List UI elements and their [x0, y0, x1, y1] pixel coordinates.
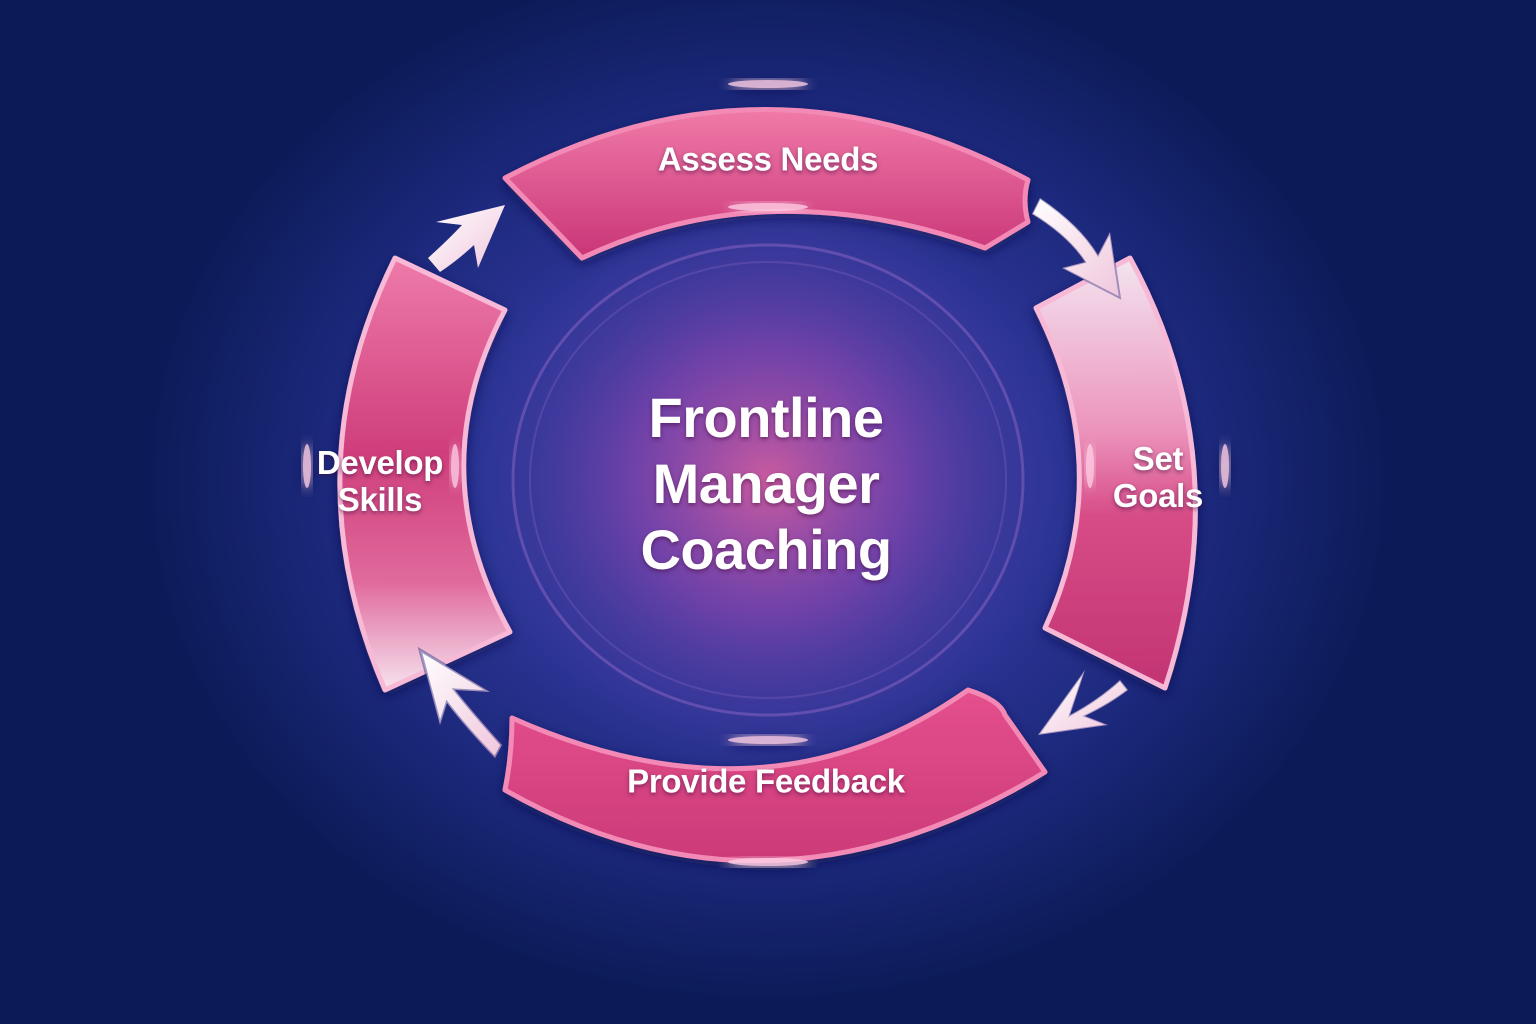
step-label-develop-skills: Develop Skills: [316, 444, 444, 518]
segment-provide-feedback[interactable]: [502, 687, 1048, 866]
inner-ring-2: [529, 261, 1007, 699]
step-label-provide-feedback: Provide Feedback: [627, 762, 905, 800]
center-title: Frontline Manager Coaching: [640, 385, 892, 582]
arrow-goals-to-feedback: [1035, 669, 1130, 737]
arrow-develop-to-assess: [428, 205, 505, 272]
center-glow: [468, 180, 1068, 780]
step-label-assess-needs: Assess Needs: [657, 140, 879, 178]
segment-assess-needs[interactable]: [502, 80, 1031, 261]
inner-ring: [511, 243, 1025, 717]
arrow-assess-to-goals: [1030, 196, 1122, 300]
step-label-set-goals: Set Goals: [1112, 440, 1204, 514]
segment-develop-skills[interactable]: [303, 255, 513, 693]
arrow-feedback-to-develop: [417, 646, 504, 761]
segment-set-goals[interactable]: [1033, 255, 1229, 691]
